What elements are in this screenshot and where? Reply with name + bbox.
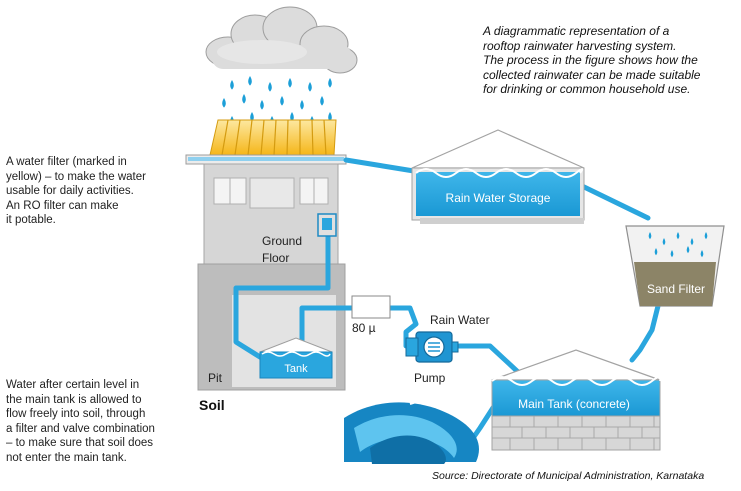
sand-filter — [625, 225, 725, 307]
main-tank-label: Main Tank (concrete) — [518, 397, 630, 411]
source-credit: Source: Directorate of Municipal Adminis… — [432, 470, 705, 482]
raindrop — [242, 94, 246, 104]
rain-water-storage-tank — [411, 129, 585, 224]
sand-filter-label: Sand Filter — [647, 282, 705, 296]
raindrop — [250, 112, 254, 122]
pump-label: Pump — [414, 371, 446, 385]
raindrop — [268, 82, 272, 92]
raindrop — [260, 100, 264, 110]
rain-water-storage-label: Rain Water Storage — [446, 191, 551, 205]
raindrop — [288, 78, 292, 88]
ground-floor-label-2: Floor — [262, 251, 289, 265]
raindrop — [676, 232, 680, 240]
raindrop — [662, 238, 666, 246]
pump — [405, 331, 459, 363]
micron-filter — [351, 295, 391, 319]
raindrop — [328, 78, 332, 88]
water-filter-note: A water filter (marked in yellow) – to m… — [6, 156, 146, 226]
yellow-roof-filter — [209, 119, 337, 156]
diagram-caption: A diagrammatic representation of a rooft… — [483, 24, 701, 96]
ground-floor-label-1: Ground — [262, 234, 302, 248]
raindrop — [280, 96, 284, 106]
raindrop — [222, 98, 226, 108]
raindrop — [328, 112, 332, 122]
raindrop — [648, 232, 652, 240]
micron-filter-label: 80 µ — [352, 321, 376, 335]
soil-label: Soil — [199, 397, 225, 413]
house-building — [203, 163, 339, 265]
rain-cloud — [205, 6, 358, 74]
raindrop — [690, 238, 694, 246]
raindrop — [320, 96, 324, 106]
raindrop — [704, 232, 708, 240]
pit-label: Pit — [208, 371, 223, 385]
raindrop — [300, 100, 304, 110]
raindrop — [308, 82, 312, 92]
raindrop — [686, 246, 690, 254]
pit-tank-label: Tank — [284, 363, 308, 375]
rain-water-label: Rain Water — [430, 313, 490, 327]
overflow-water-waves — [344, 399, 479, 464]
raindrop — [230, 80, 234, 90]
raindrop — [248, 76, 252, 86]
pit-tank — [259, 337, 333, 379]
raindrop — [654, 248, 658, 256]
raindrop — [670, 250, 674, 258]
main-tank — [491, 349, 662, 451]
raindrop — [290, 112, 294, 122]
soil-overflow-note: Water after certain level in the main ta… — [6, 379, 155, 464]
raindrop — [700, 250, 704, 258]
